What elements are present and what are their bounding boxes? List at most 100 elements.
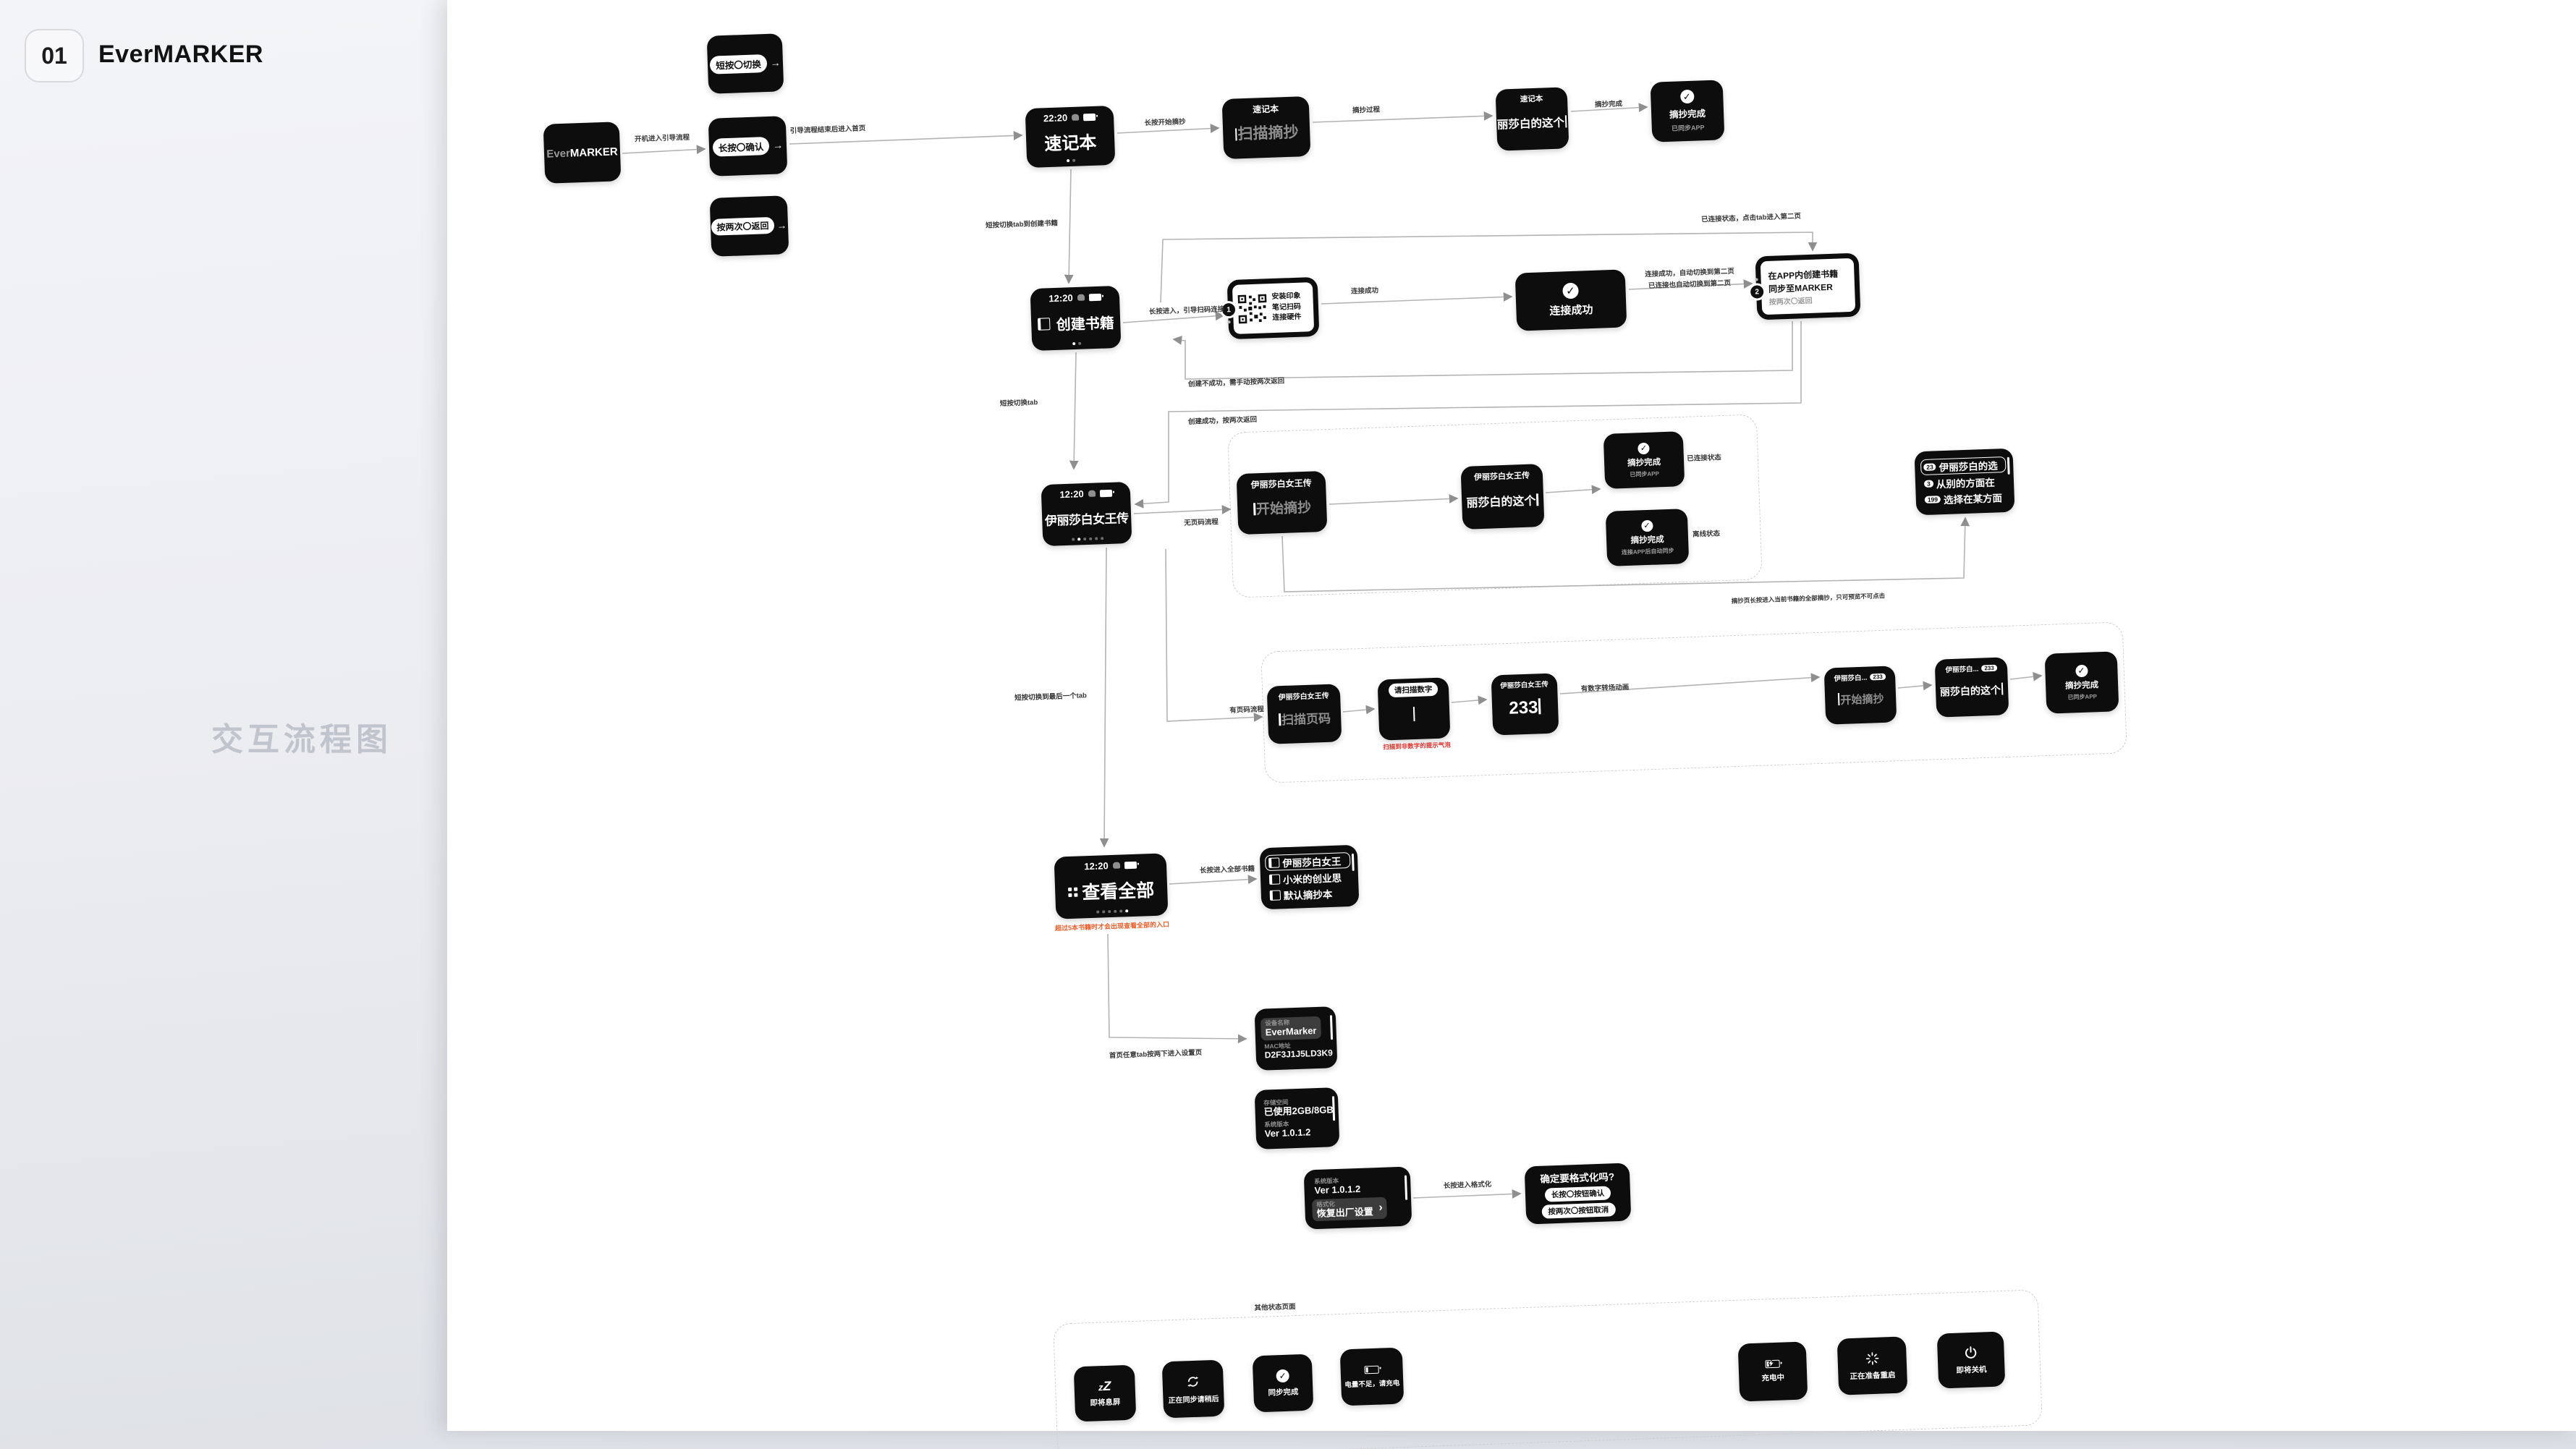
- done-title: 摘抄完成: [1627, 457, 1661, 468]
- status-low-battery-screen: 电量不足，请充电: [1339, 1347, 1404, 1406]
- list-item: 伊丽莎白女王: [1264, 851, 1351, 871]
- screen-title: 创建书籍: [1056, 315, 1115, 333]
- list-item: 23 伊丽莎白的选: [1920, 456, 2007, 476]
- settings-row-selected: 设备名称 EverMarker: [1260, 1016, 1321, 1041]
- scan-excerpt-screen: 速记本 扫描摘抄: [1221, 95, 1311, 160]
- status-charging-screen: 充电中: [1737, 1341, 1808, 1402]
- check-icon: ✓: [1640, 519, 1653, 532]
- onboarding-back-screen: 按两次〇返回 →: [709, 195, 789, 257]
- home-book-screen: 12:20 伊丽莎白女王传: [1041, 481, 1132, 547]
- check-icon: ✓: [2075, 664, 2088, 677]
- all-books-list-screen: 伊丽莎白女王 小米的创业思 默认摘抄本: [1259, 844, 1360, 910]
- book-icon: [1269, 889, 1281, 901]
- sync-icon: [1187, 1376, 1199, 1387]
- sleep-icon: zZ: [1098, 1378, 1111, 1393]
- settings-row: 系统版本 Ver 1.0.1.2: [1264, 1119, 1311, 1140]
- format-cancel-pill: 按两次〇按钮取消: [1541, 1202, 1616, 1219]
- done-sub: 已同步APP: [2067, 692, 2098, 701]
- check-icon: ✓: [1679, 89, 1695, 104]
- status-label: 同步完成: [1268, 1387, 1299, 1398]
- status-label: 即将关机: [1956, 1364, 1987, 1375]
- text-cursor: [1564, 115, 1567, 127]
- state-label-connected: 已连接状态: [1687, 454, 1721, 463]
- list-item: 小米的创业思: [1266, 869, 1352, 886]
- arrow-right-icon: →: [776, 218, 787, 231]
- arrow-right-icon: →: [772, 139, 784, 151]
- list-item-text: 默认摘抄本: [1283, 888, 1333, 901]
- grid-icon: [1068, 887, 1078, 897]
- settings-row: MAC地址 D2F3J1J5LD3K9: [1264, 1040, 1333, 1061]
- onboarding-switch-screen: 短按〇切换 →: [706, 33, 784, 94]
- arrow-right-icon: →: [770, 56, 781, 69]
- qr-pairing-screen: 安装印象 笔记扫码 连接硬件 1: [1221, 276, 1320, 340]
- list-item: 3 从别的方面在: [1921, 474, 2007, 491]
- edge-label-format-entry: 长按进入格式化: [1443, 1180, 1492, 1191]
- edge-label-conn-ok: 连接成功: [1350, 286, 1379, 296]
- onboarding-switch-pill: 短按〇切换: [709, 54, 768, 75]
- format-title: 确定要格式化吗?: [1540, 1171, 1615, 1185]
- edge-label-no-page: 无页码流程: [1184, 518, 1219, 527]
- onboarding-back-pill: 按两次〇返回: [711, 216, 774, 236]
- text-cursor: [1538, 697, 1541, 714]
- page-title: EverMARKER: [98, 41, 263, 68]
- qr-text-line: 连接硬件: [1272, 313, 1302, 323]
- list-item-text: 伊丽莎白的选: [1939, 460, 1998, 474]
- settings-storage-screen: 存储空间 已使用2GB/8GB 系统版本 Ver 1.0.1.2: [1254, 1087, 1340, 1150]
- app-instruction-hint: 按两次〇返回: [1768, 297, 1813, 307]
- group-label-other-states: 其他状态页面: [1249, 1300, 1301, 1313]
- connect-success-title: 连接成功: [1549, 303, 1593, 318]
- status-syncing-screen: 正在同步请稍后: [1161, 1359, 1225, 1419]
- qr-text-line: 安装印象: [1271, 292, 1301, 302]
- section-number: 01: [25, 29, 84, 82]
- edge-label-longpress-start: 长按开始摘抄: [1144, 118, 1186, 127]
- status-label: 即将息屏: [1090, 1397, 1121, 1408]
- placeholder-text: 扫描摘抄: [1237, 123, 1299, 143]
- battery-charging-icon: [1765, 1359, 1780, 1369]
- done-sub: 已同步APP: [1671, 124, 1705, 132]
- done-sub: 连接APP后自动同步: [1621, 547, 1674, 556]
- chevron-right-icon: ›: [1378, 1201, 1384, 1214]
- app-create-book-screen: 在APP内创建书籍 同步至MARKER 按两次〇返回 2: [1750, 252, 1861, 320]
- list-item-text: 小米的创业思: [1282, 872, 1342, 885]
- excerpt-done-offline-screen: ✓ 摘抄完成 连接APP后自动同步: [1605, 509, 1690, 566]
- excerpt-done-233-screen: ✓ 摘抄完成 已同步APP: [2044, 651, 2119, 714]
- book-icon: [1268, 857, 1280, 868]
- status-rebooting-screen: 正在准备重启: [1836, 1336, 1908, 1395]
- spinner-icon: [1865, 1351, 1878, 1365]
- logo-ever: Ever: [546, 147, 571, 161]
- start-excerpt-233-screen: 伊丽莎白...233 开始摘抄: [1823, 666, 1897, 725]
- qr-text-line: 笔记扫码: [1271, 302, 1302, 312]
- edge-label-excerpt-done: 摘抄完成: [1594, 100, 1623, 109]
- scan-page-number-screen: 伊丽莎白女王传 扫描页码: [1266, 684, 1342, 744]
- excerpt-text-screen: 速记本 丽莎白的这个: [1495, 87, 1569, 151]
- list-item: 默认摘抄本: [1266, 885, 1352, 902]
- step-dot: [1227, 320, 1231, 324]
- done-sub: 已同步APP: [1630, 469, 1660, 478]
- done-title: 摘抄完成: [1669, 109, 1706, 120]
- state-label-offline: 离线状态: [1692, 530, 1721, 539]
- edge-label-has-page: 有页码流程: [1229, 705, 1264, 715]
- home-notebook-screen: 22:20 速记本: [1025, 105, 1116, 169]
- edge-label-tab-switch: 短按切换tab: [999, 399, 1038, 408]
- done-title: 摘抄完成: [1630, 535, 1664, 545]
- placeholder-text: 扫描页码: [1281, 711, 1331, 727]
- count-badge: 199: [1924, 496, 1941, 503]
- settings-row: 系统版本 Ver 1.0.1.2: [1314, 1176, 1361, 1197]
- placeholder-text: 开始摘抄: [1840, 692, 1884, 707]
- book-icon: [1268, 873, 1281, 885]
- list-item-text: 选择在某方面: [1943, 493, 2003, 506]
- excerpt-done-screen: ✓ 摘抄完成 已同步APP: [1650, 80, 1725, 143]
- setting-value: Ver 1.0.1.2: [1264, 1126, 1311, 1139]
- setting-value: Ver 1.0.1.2: [1314, 1184, 1361, 1197]
- excerpt-text: 丽莎白的这个: [1466, 494, 1536, 510]
- setting-value: 已使用2GB/8GB: [1263, 1104, 1334, 1118]
- check-icon: ✓: [1562, 282, 1579, 299]
- logo-marker: MARKER: [569, 145, 618, 160]
- done-title: 摘抄完成: [2064, 680, 2099, 691]
- setting-value: EverMarker: [1265, 1025, 1317, 1038]
- setting-value: D2F3J1J5LD3K9: [1264, 1048, 1334, 1061]
- status-power-off-screen: 即将关机: [1936, 1331, 2006, 1389]
- check-icon: ✓: [1637, 442, 1650, 454]
- screen-title: 速记本: [1043, 132, 1097, 154]
